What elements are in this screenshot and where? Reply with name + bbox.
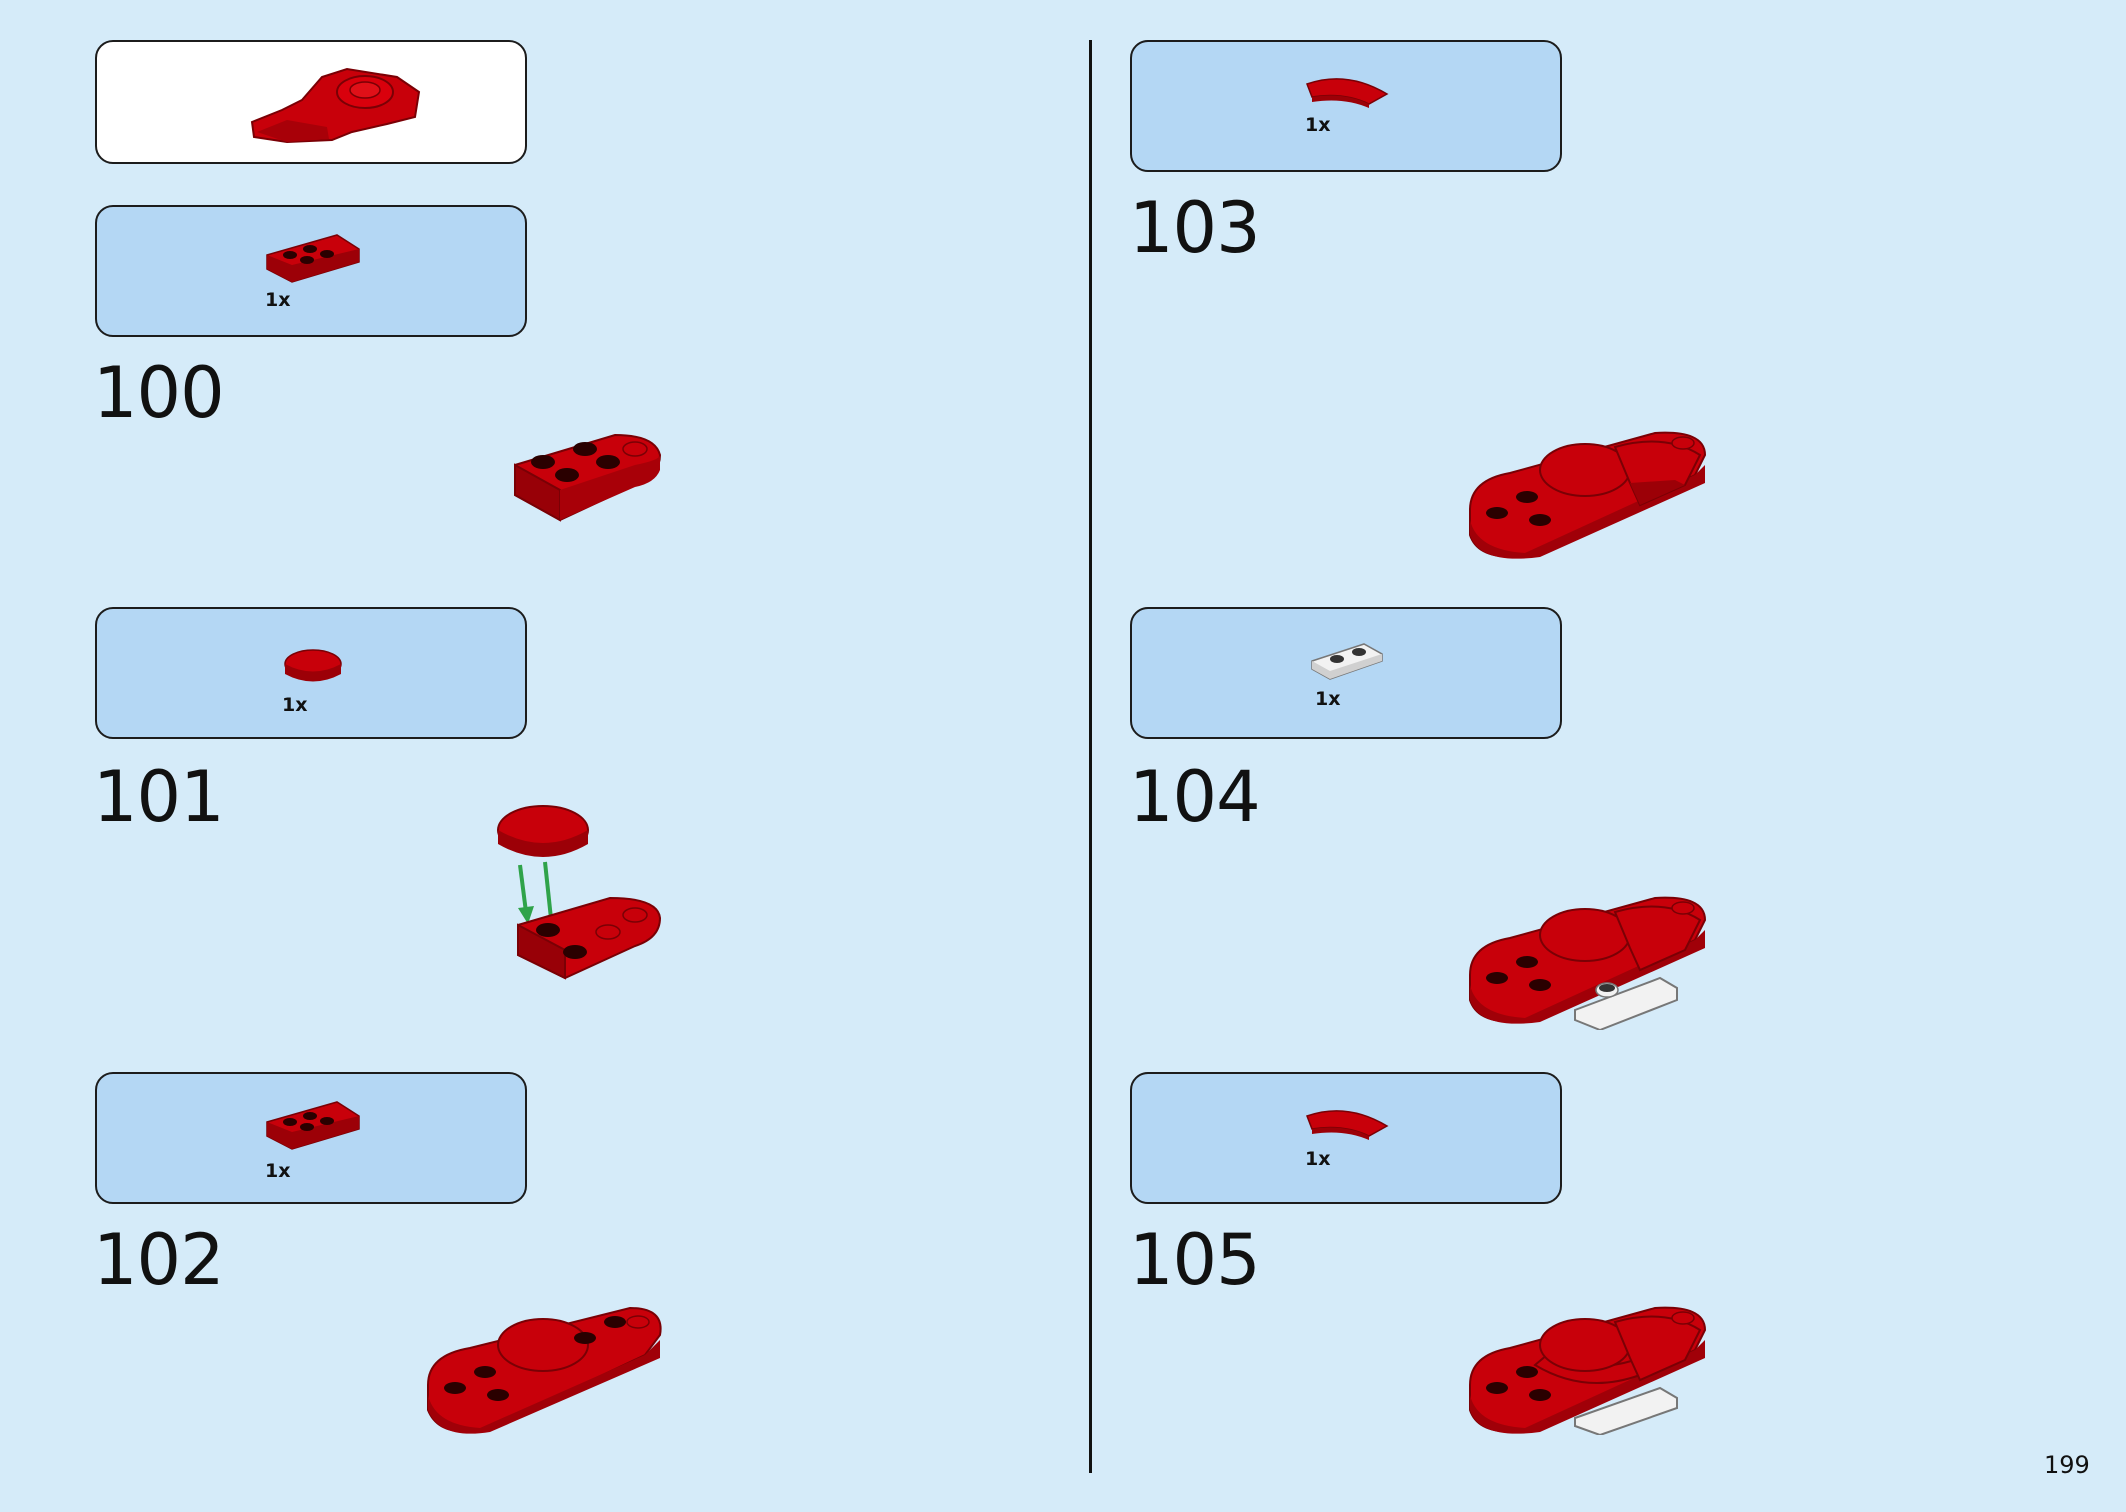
page-number: 199 bbox=[2044, 1451, 2090, 1479]
part-quantity: 1x bbox=[1305, 114, 1331, 136]
step-number: 102 bbox=[93, 1219, 225, 1301]
parts-box-step-102: 1x bbox=[95, 1072, 527, 1204]
part-quantity: 1x bbox=[282, 694, 308, 716]
step-number: 105 bbox=[1129, 1219, 1261, 1301]
part-quantity: 1x bbox=[1305, 1148, 1331, 1170]
submodel-callout-box bbox=[95, 40, 527, 164]
step-number: 103 bbox=[1129, 187, 1261, 269]
part-wedge-plate-icon bbox=[266, 234, 360, 283]
step-number: 104 bbox=[1129, 756, 1261, 838]
submodel-red-part-image bbox=[250, 67, 421, 144]
parts-box-step-104: 1x bbox=[1130, 607, 1562, 739]
step-103-model-image bbox=[1469, 431, 1707, 559]
part-quantity: 1x bbox=[265, 1160, 291, 1182]
part-quantity: 1x bbox=[1315, 688, 1341, 710]
part-white-plate-icon bbox=[1311, 643, 1383, 680]
column-divider bbox=[1089, 40, 1092, 1473]
part-round-tile-icon bbox=[284, 649, 342, 682]
part-wedge-plate-icon bbox=[266, 1101, 360, 1150]
step-104-model-image bbox=[1469, 896, 1707, 1030]
step-102-model-image bbox=[427, 1306, 662, 1434]
step-number: 101 bbox=[93, 756, 225, 838]
step-number: 100 bbox=[93, 352, 225, 434]
part-curved-tile-icon bbox=[1306, 78, 1389, 108]
part-curved-tile-icon bbox=[1306, 1110, 1389, 1140]
parts-box-step-105: 1x bbox=[1130, 1072, 1562, 1204]
step-100-model-image bbox=[514, 433, 662, 522]
part-quantity: 1x bbox=[265, 289, 291, 311]
step-105-model-image bbox=[1469, 1306, 1707, 1435]
parts-box-step-100: 1x bbox=[95, 205, 527, 337]
step-101-model-image bbox=[497, 805, 662, 980]
parts-box-step-101: 1x bbox=[95, 607, 527, 739]
parts-box-step-103: 1x bbox=[1130, 40, 1562, 172]
